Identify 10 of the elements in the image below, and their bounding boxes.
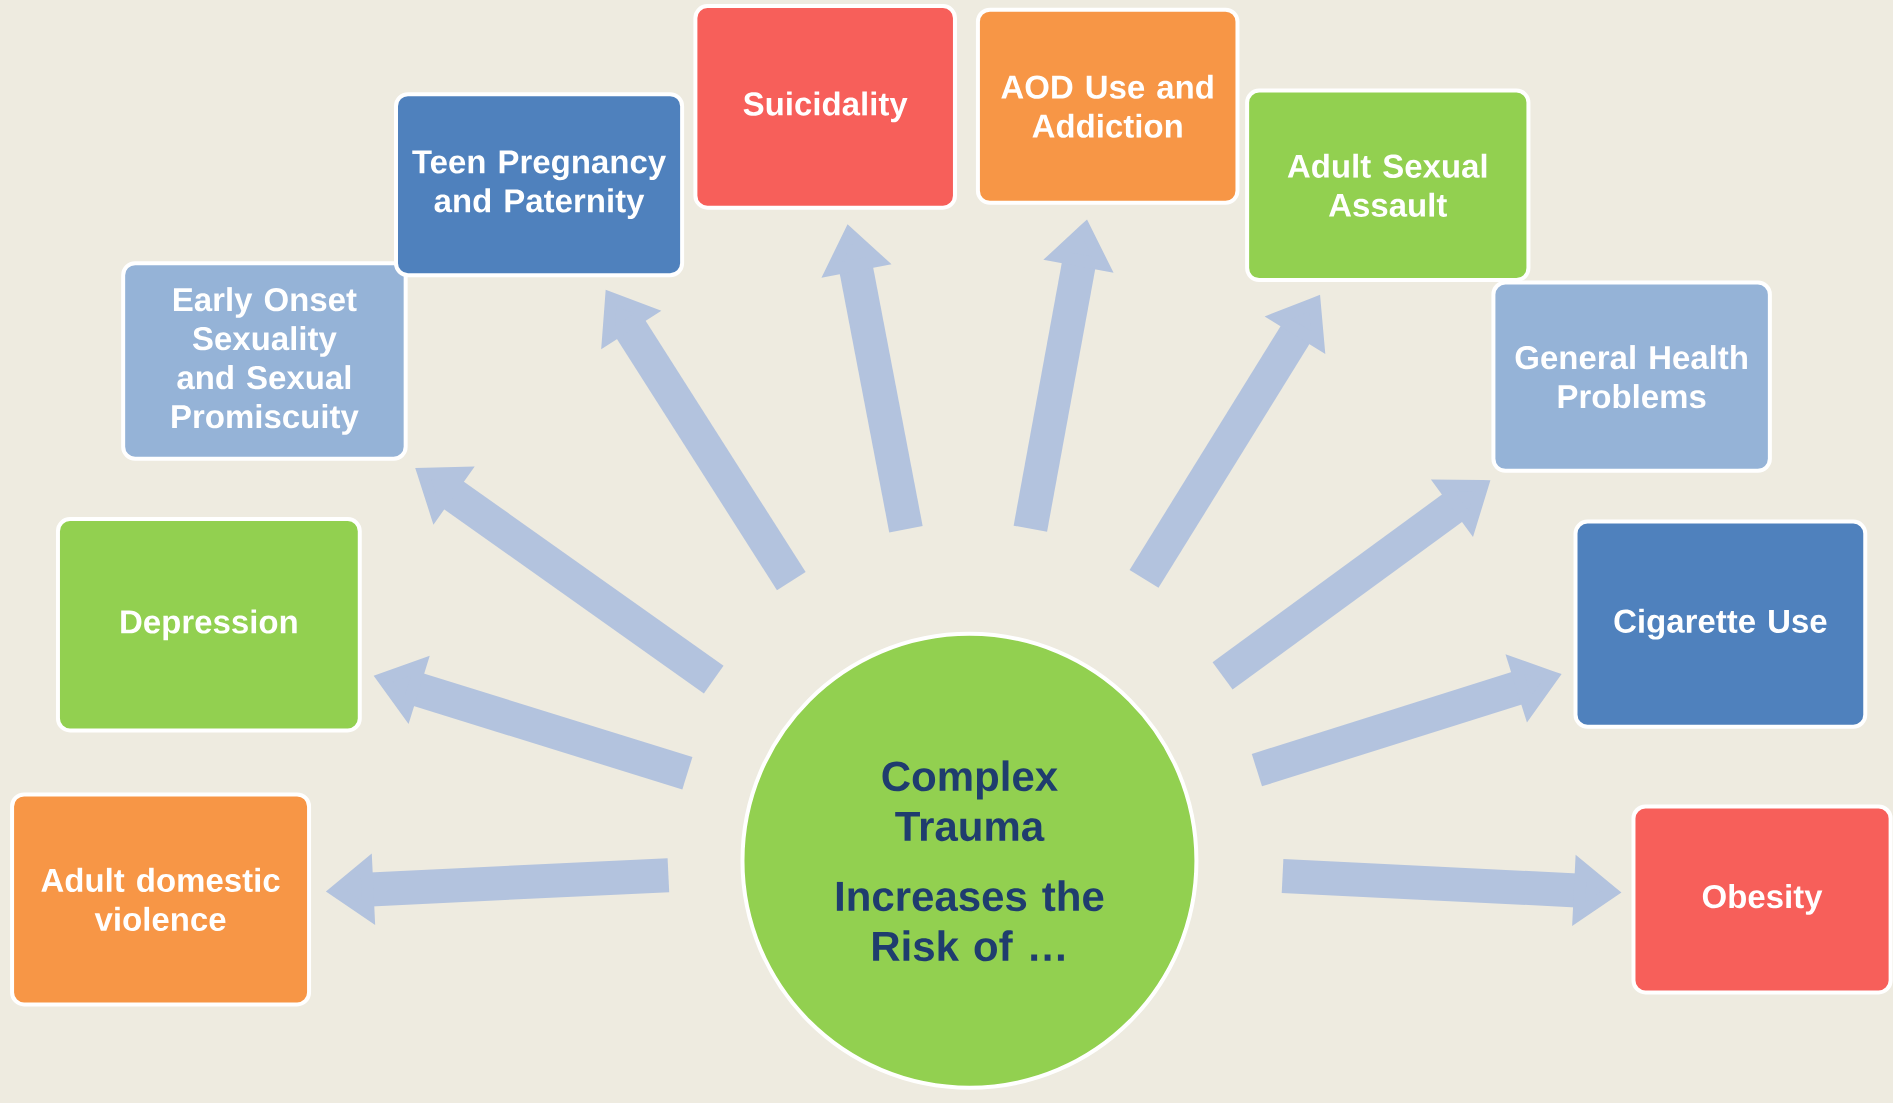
outcome-box: Suicidality [693,3,957,210]
outcome-box: AOD Use and Addiction [975,7,1240,205]
outcome-box: Depression [55,516,362,733]
outcome-box: General Health Problems [1491,280,1772,473]
outcome-box: Teen Pregnancy and Paternity [394,91,685,278]
outcome-box: Cigarette Use [1573,519,1868,729]
outcome-box: Early Onset Sexuality and Sexual Promiscuity [121,260,408,461]
outcome-box: Adult domestic violence [10,792,312,1007]
outcome-box: Adult Sexual Assault [1245,88,1531,282]
outcome-box: Obesity [1631,804,1893,995]
